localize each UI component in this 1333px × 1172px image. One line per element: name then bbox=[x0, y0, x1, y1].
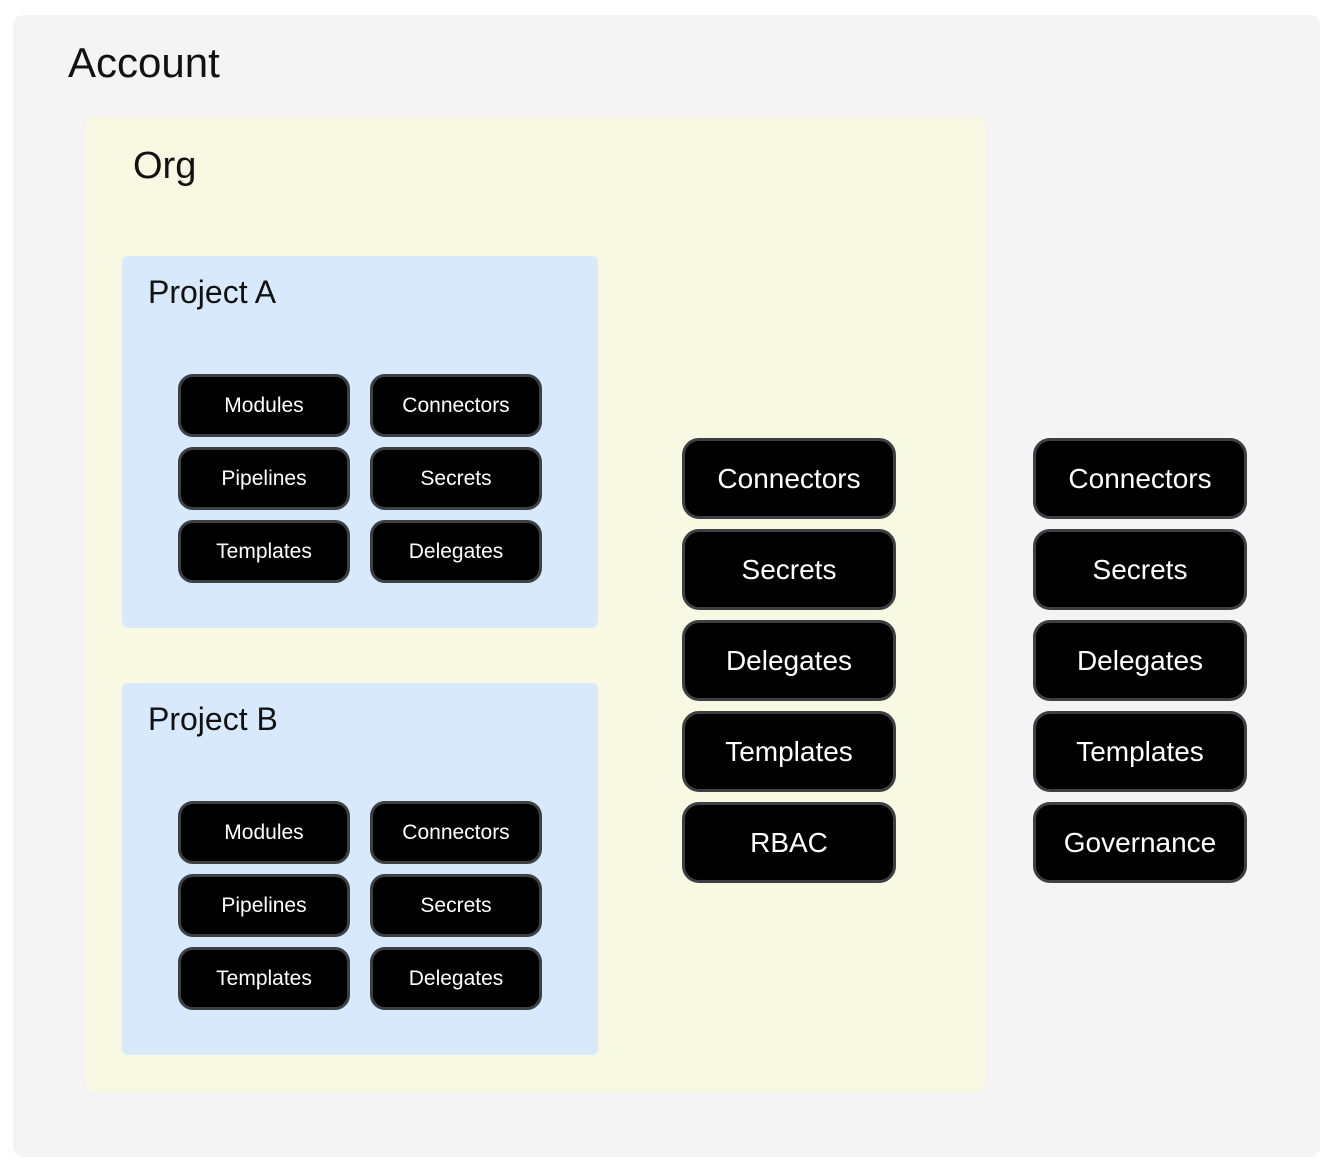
project-b-pill-pipelines: Pipelines bbox=[178, 874, 350, 937]
project-a-pill-grid: Modules Connectors Pipelines Secrets Tem… bbox=[178, 374, 542, 583]
project-b-pill-secrets: Secrets bbox=[370, 874, 542, 937]
project-a-pill-pipelines: Pipelines bbox=[178, 447, 350, 510]
project-b-pill-templates: Templates bbox=[178, 947, 350, 1010]
project-a-pill-secrets: Secrets bbox=[370, 447, 542, 510]
project-a-pill-templates: Templates bbox=[178, 520, 350, 583]
project-a-pill-delegates: Delegates bbox=[370, 520, 542, 583]
org-title: Org bbox=[133, 145, 197, 187]
account-title: Account bbox=[68, 39, 220, 86]
project-a-pill-connectors: Connectors bbox=[370, 374, 542, 437]
account-pill-delegates: Delegates bbox=[1033, 620, 1247, 701]
account-pill-templates: Templates bbox=[1033, 711, 1247, 792]
org-pill-connectors: Connectors bbox=[682, 438, 896, 519]
org-pill-delegates: Delegates bbox=[682, 620, 896, 701]
org-pill-rbac: RBAC bbox=[682, 802, 896, 883]
org-container: Org Project A Modules Connectors Pipelin… bbox=[85, 117, 985, 1092]
account-pill-secrets: Secrets bbox=[1033, 529, 1247, 610]
account-container: Account Org Project A Modules Connectors… bbox=[13, 15, 1320, 1157]
project-b-container: Project B Modules Connectors Pipelines S… bbox=[122, 683, 598, 1055]
org-pill-secrets: Secrets bbox=[682, 529, 896, 610]
project-a-title: Project A bbox=[148, 274, 277, 310]
project-a-container: Project A Modules Connectors Pipelines S… bbox=[122, 256, 598, 628]
account-pill-governance: Governance bbox=[1033, 802, 1247, 883]
account-pill-column: Connectors Secrets Delegates Templates G… bbox=[1033, 438, 1247, 883]
project-b-pill-modules: Modules bbox=[178, 801, 350, 864]
org-pill-templates: Templates bbox=[682, 711, 896, 792]
project-b-pill-delegates: Delegates bbox=[370, 947, 542, 1010]
project-b-pill-connectors: Connectors bbox=[370, 801, 542, 864]
project-a-pill-modules: Modules bbox=[178, 374, 350, 437]
project-b-pill-grid: Modules Connectors Pipelines Secrets Tem… bbox=[178, 801, 542, 1010]
account-pill-connectors: Connectors bbox=[1033, 438, 1247, 519]
org-pill-column: Connectors Secrets Delegates Templates R… bbox=[682, 438, 896, 883]
project-b-title: Project B bbox=[148, 701, 278, 737]
